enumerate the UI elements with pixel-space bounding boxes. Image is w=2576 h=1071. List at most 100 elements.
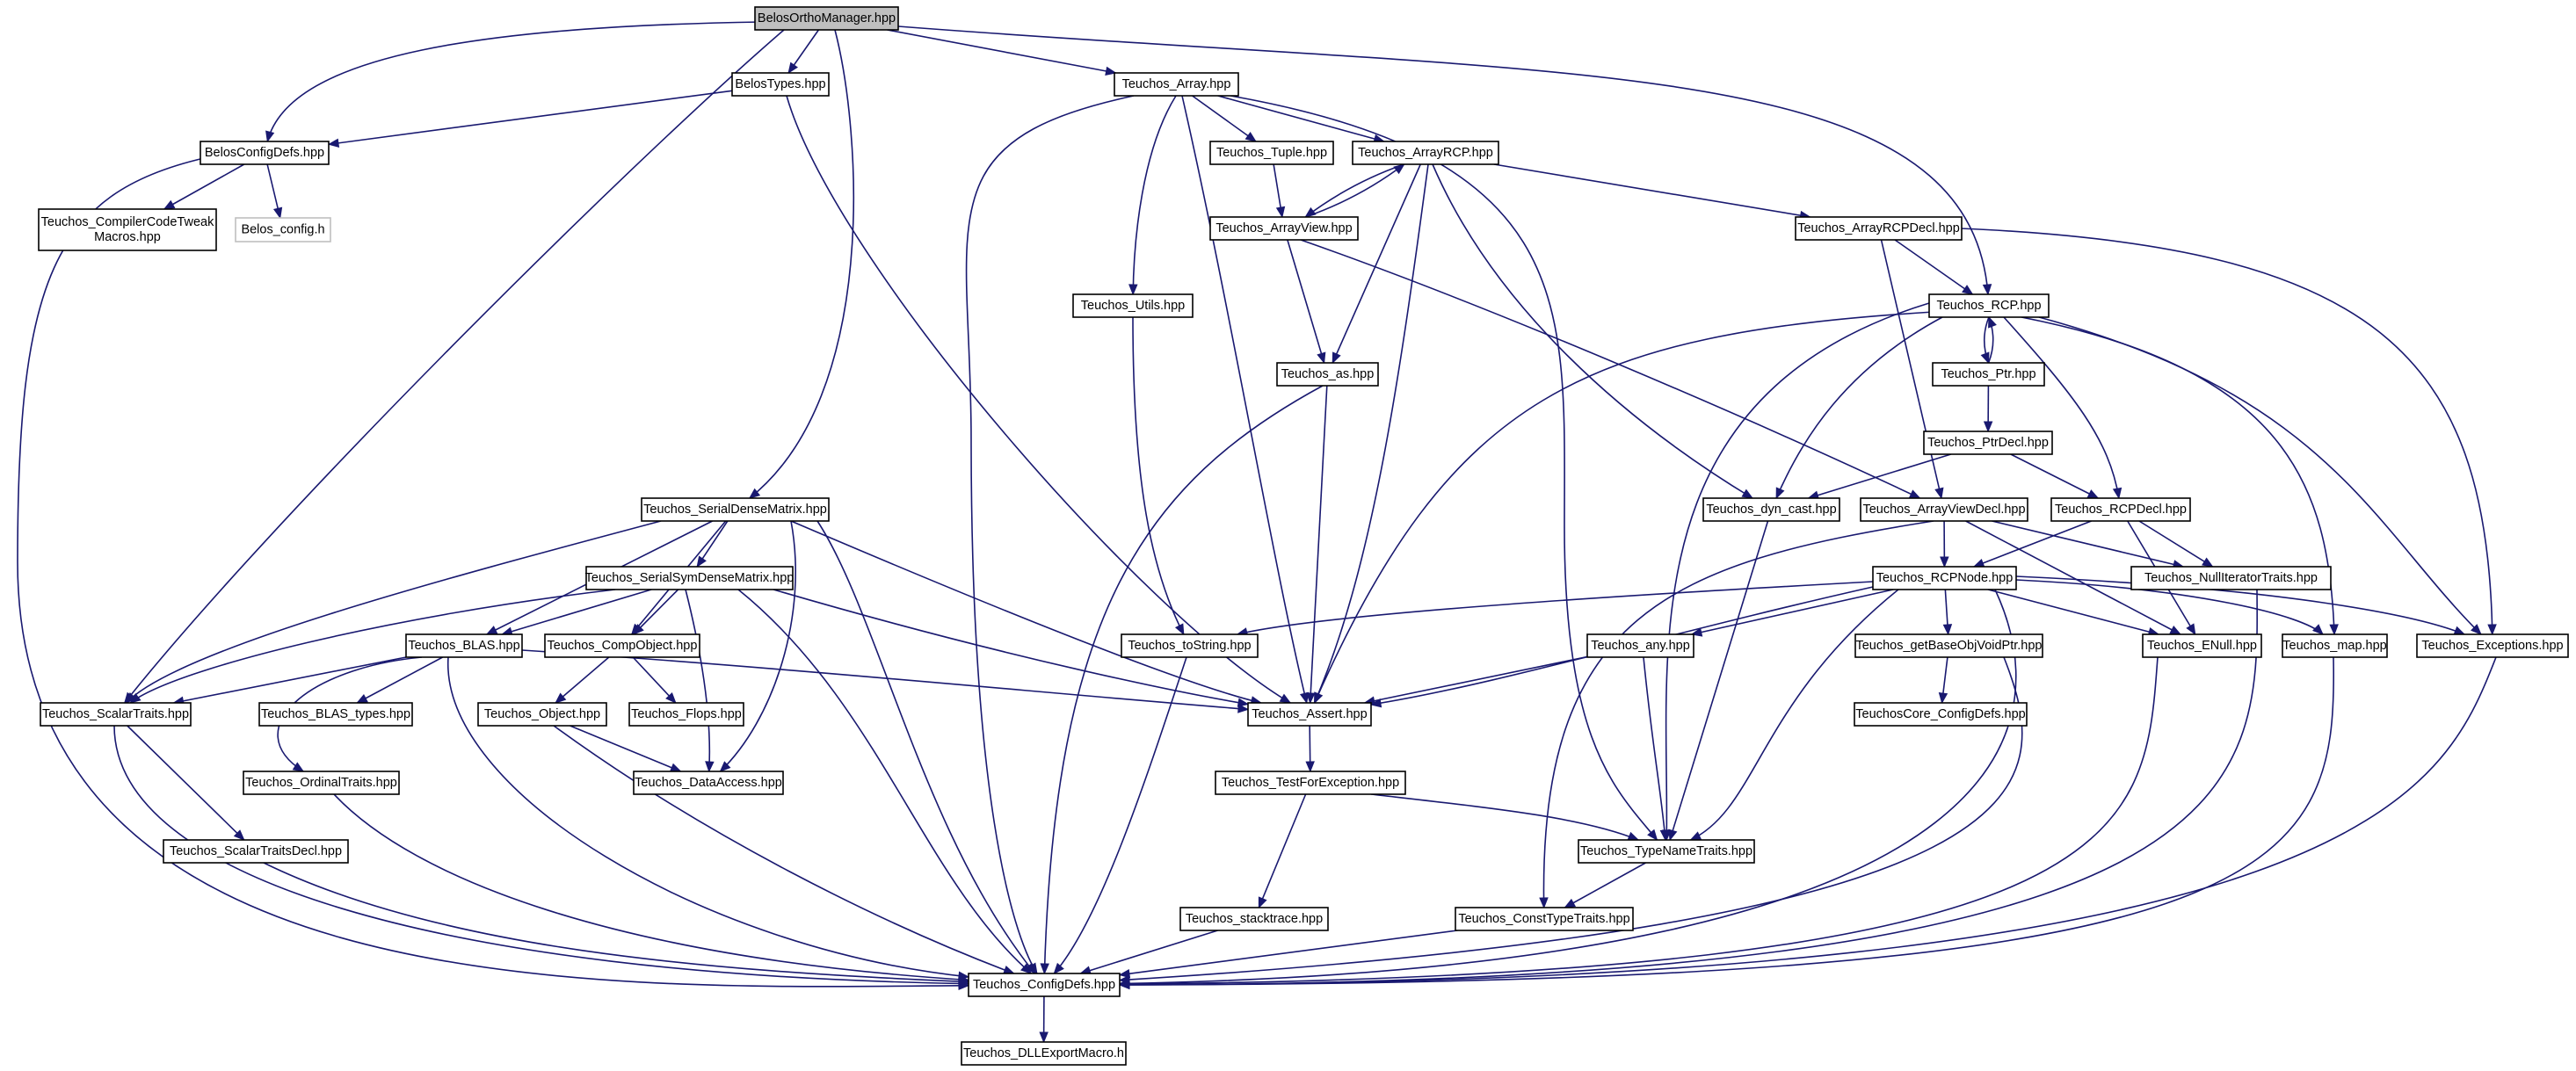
- edge-serialsym-to-blas: [502, 589, 652, 635]
- edge-belos_types-to-belos_configdefs-arrowhead: [327, 138, 340, 148]
- edge-belos_ortho-to-belos_configdefs-arrowhead: [265, 130, 275, 143]
- node-dataaccess[interactable]: Teuchos_DataAccess.hpp: [633, 771, 784, 795]
- edge-consttype-to-configdefs-arrowhead: [1118, 968, 1131, 979]
- edge-serialdense-to-dataaccess: [719, 520, 796, 772]
- node-enull[interactable]: Teuchos_ENull.hpp: [2142, 633, 2262, 658]
- node-stacktrace[interactable]: Teuchos_stacktrace.hpp: [1179, 907, 1329, 931]
- node-compobject[interactable]: Teuchos_CompObject.hpp: [544, 633, 700, 658]
- edge-belos_types-to-assert-arrowhead: [1279, 693, 1292, 704]
- node-rcpnode[interactable]: Teuchos_RCPNode.hpp: [1872, 566, 2017, 590]
- node-serialdense[interactable]: Teuchos_SerialDenseMatrix.hpp: [641, 497, 830, 522]
- node-belos_types[interactable]: BelosTypes.hpp: [731, 72, 830, 97]
- edge-rcp-to-exceptions: [2038, 316, 2482, 635]
- edge-ptr-to-ptrdecl-arrowhead: [1983, 421, 1993, 433]
- node-configdefs[interactable]: Teuchos_ConfigDefs.hpp: [968, 973, 1121, 997]
- node-assert[interactable]: Teuchos_Assert.hpp: [1247, 702, 1372, 727]
- node-arrayviewdecl[interactable]: Teuchos_ArrayViewDecl.hpp: [1860, 497, 2028, 522]
- node-ptrdecl[interactable]: Teuchos_PtrDecl.hpp: [1923, 431, 2053, 455]
- node-label: Teuchos_NullIteratorTraits.hpp: [2144, 571, 2318, 585]
- edge-compobject-to-flops: [632, 656, 677, 704]
- node-box: [1455, 907, 1634, 931]
- edge-arrayrcp-to-as-arrowhead: [1332, 351, 1341, 365]
- edge-blas-to-assert: [521, 649, 1249, 711]
- node-array[interactable]: Teuchos_Array.hpp: [1114, 72, 1239, 97]
- node-box: [1923, 431, 2053, 455]
- node-getbase[interactable]: Teuchos_getBaseObjVoidPtr.hpp: [1854, 633, 2043, 658]
- edge-scalartraits-to-scalartraitsdecl-arrowhead: [233, 829, 245, 841]
- node-ptr[interactable]: Teuchos_Ptr.hpp: [1932, 362, 2045, 387]
- node-label: Teuchos_Ptr.hpp: [1941, 367, 2035, 381]
- node-exceptions[interactable]: Teuchos_Exceptions.hpp: [2416, 633, 2569, 658]
- node-belos_config_h[interactable]: Belos_config.h: [235, 217, 331, 242]
- edge-arrayview-to-arrayrcp-arrowhead: [1393, 163, 1405, 175]
- edge-assert-to-testforexc-arrowhead: [1305, 761, 1315, 773]
- edge-rcp-to-typename: [1665, 302, 1930, 841]
- node-scalartraitsdecl[interactable]: Teuchos_ScalarTraitsDecl.hpp: [163, 839, 349, 864]
- node-label: Teuchos_PtrDecl.hpp: [1927, 436, 2049, 450]
- edge-arrayview-to-as: [1287, 239, 1325, 364]
- node-label: Teuchos_RCPDecl.hpp: [2055, 503, 2187, 517]
- edge-rcpnode-to-exceptions: [2015, 575, 2465, 635]
- edge-rcp-to-assert-arrowhead: [1314, 691, 1324, 705]
- node-label: Teuchos_ScalarTraits.hpp: [42, 707, 189, 721]
- node-tostring[interactable]: Teuchos_toString.hpp: [1121, 633, 1259, 658]
- node-serialsym[interactable]: Teuchos_SerialSymDenseMatrix.hpp: [585, 566, 795, 590]
- node-as[interactable]: Teuchos_as.hpp: [1276, 362, 1379, 387]
- edge-as-to-assert: [1309, 385, 1328, 704]
- edge-any-to-typename-arrowhead: [1659, 829, 1670, 842]
- edge-blas-to-ordinal-arrowhead: [292, 762, 305, 772]
- node-any[interactable]: Teuchos_any.hpp: [1586, 633, 1694, 658]
- edge-exceptions-to-configdefs: [1119, 656, 2497, 986]
- node-belos_ortho[interactable]: BelosOrthoManager.hpp: [754, 6, 899, 31]
- node-tuple[interactable]: Teuchos_Tuple.hpp: [1209, 141, 1334, 165]
- edge-ptrdecl-to-rcpdecl-arrowhead: [2086, 489, 2100, 499]
- node-label: Teuchos_ConstTypeTraits.hpp: [1458, 912, 1629, 926]
- node-box: [544, 633, 700, 658]
- node-belos_configdefs[interactable]: BelosConfigDefs.hpp: [200, 141, 330, 165]
- node-label: Belos_config.h: [241, 223, 324, 237]
- node-rcpdecl[interactable]: Teuchos_RCPDecl.hpp: [2050, 497, 2191, 522]
- edge-rcp-to-rcpdecl: [2003, 316, 2120, 499]
- node-object[interactable]: Teuchos_Object.hpp: [477, 702, 607, 727]
- edge-rcp-to-assert: [1313, 311, 1934, 704]
- node-box: [1215, 771, 1406, 795]
- node-consttype[interactable]: Teuchos_ConstTypeTraits.hpp: [1455, 907, 1634, 931]
- node-testforexc[interactable]: Teuchos_TestForException.hpp: [1215, 771, 1406, 795]
- node-label: Teuchos_getBaseObjVoidPtr.hpp: [1855, 639, 2042, 653]
- node-blastypes[interactable]: Teuchos_BLAS_types.hpp: [258, 702, 413, 727]
- node-box: [2050, 497, 2191, 522]
- node-dyncast[interactable]: Teuchos_dyn_cast.hpp: [1702, 497, 1840, 522]
- node-box: [38, 208, 217, 251]
- node-label: Teuchos_any.hpp: [1591, 639, 1690, 653]
- edge-rcpnode-to-any: [1691, 589, 1894, 635]
- node-utils[interactable]: Teuchos_Utils.hpp: [1072, 293, 1194, 318]
- node-arrayview[interactable]: Teuchos_ArrayView.hpp: [1209, 216, 1359, 241]
- node-scalartraits[interactable]: Teuchos_ScalarTraits.hpp: [40, 702, 192, 727]
- node-coreconfig[interactable]: TeuchosCore_ConfigDefs.hpp: [1854, 702, 2028, 727]
- node-box: [1860, 497, 2028, 522]
- edge-serialsym-to-assert-arrowhead: [1237, 698, 1250, 707]
- edge-ptr-to-rcp-arrowhead: [1988, 315, 1997, 329]
- edge-arrayrcpdecl-to-arrayviewdecl: [1880, 239, 1942, 499]
- node-flops[interactable]: Teuchos_Flops.hpp: [628, 702, 744, 727]
- node-arrayrcpdecl[interactable]: Teuchos_ArrayRCPDecl.hpp: [1795, 216, 1963, 241]
- node-typename[interactable]: Teuchos_TypeNameTraits.hpp: [1578, 839, 1755, 864]
- node-map[interactable]: Teuchos_map.hpp: [2282, 633, 2388, 658]
- node-label: Teuchos_stacktrace.hpp: [1186, 912, 1323, 926]
- node-ordinal[interactable]: Teuchos_OrdinalTraits.hpp: [243, 771, 400, 795]
- edge-object-to-dataaccess: [570, 725, 681, 772]
- node-label: TeuchosCore_ConfigDefs.hpp: [1855, 707, 2025, 721]
- node-rcp[interactable]: Teuchos_RCP.hpp: [1928, 293, 2050, 318]
- edge-arrayrcp-to-arrayrcpdecl: [1493, 163, 1810, 218]
- edge-rcpnode-to-typename: [1690, 589, 1899, 841]
- node-blas[interactable]: Teuchos_BLAS.hpp: [405, 633, 523, 658]
- node-arrayrcp[interactable]: Teuchos_ArrayRCP.hpp: [1352, 141, 1499, 165]
- node-box: [1932, 362, 2045, 387]
- node-dllexport[interactable]: Teuchos_DLLExportMacro.h: [961, 1041, 1127, 1066]
- node-nulliter[interactable]: Teuchos_NullIteratorTraits.hpp: [2130, 566, 2332, 590]
- edge-serialdense-to-scalartraits: [126, 520, 662, 704]
- edge-serialsym-to-scalartraits: [129, 589, 616, 704]
- edge-rcpdecl-to-rcpnode-arrowhead: [1972, 558, 1985, 568]
- edge-arrayviewdecl-to-consttype: [1542, 520, 1934, 908]
